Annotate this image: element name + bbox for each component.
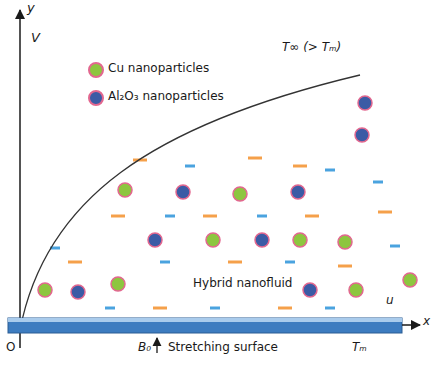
cu-particle <box>293 233 307 247</box>
orange-dash <box>248 157 262 160</box>
stretching-plate <box>8 318 402 333</box>
surface-label: Stretching surface <box>168 340 278 355</box>
orange-dash <box>153 307 167 310</box>
y-axis <box>19 10 21 348</box>
blue-dash <box>185 165 195 168</box>
al2o3-particle <box>148 233 162 247</box>
blue-dash <box>325 307 335 310</box>
orange-dash <box>111 215 125 218</box>
al2o3-particle <box>303 283 317 297</box>
orange-dash <box>293 165 307 168</box>
blue-dash <box>160 261 170 264</box>
blue-dash <box>105 307 115 310</box>
legend-swatch <box>88 90 104 106</box>
field-arrow <box>156 338 157 353</box>
orange-dash <box>68 261 82 264</box>
legend-text: Cu nanoparticles <box>108 61 209 76</box>
blue-dash <box>373 181 383 184</box>
blue-dash <box>325 169 335 172</box>
plate-top-face <box>8 318 402 322</box>
origin-label: O <box>6 340 15 355</box>
axis-label: y <box>27 0 35 15</box>
al2o3-particle <box>291 185 305 199</box>
x-axis <box>402 324 420 326</box>
cu-particle <box>118 183 132 197</box>
legend-text: Al₂O₃ nanoparticles <box>108 89 224 104</box>
al2o3-particle <box>176 185 190 199</box>
cu-particle <box>338 235 352 249</box>
orange-dash <box>203 215 217 218</box>
orange-dash <box>278 307 292 310</box>
boundary-layer-curve <box>20 75 360 330</box>
particles <box>38 96 417 308</box>
blue-dash <box>210 307 220 310</box>
cu-particle <box>38 283 52 297</box>
blue-dash <box>165 215 175 218</box>
al2o3-particle <box>71 285 85 299</box>
blue-dash <box>257 215 267 218</box>
surface-temperature-label: Tₘ <box>352 340 367 355</box>
cu-particle <box>111 277 125 291</box>
cu-particle <box>206 233 220 247</box>
cu-particle <box>403 273 417 287</box>
orange-dash <box>305 215 319 218</box>
blue-dash <box>285 261 295 264</box>
al2o3-particle <box>358 96 372 110</box>
axis-label: x <box>423 314 430 329</box>
cu-particle <box>233 187 247 201</box>
blue-dash <box>390 245 400 248</box>
velocity-label: u <box>386 293 394 308</box>
orange-dash <box>338 265 352 268</box>
ambient-temperature-label: T∞ (> Tₘ) <box>282 40 341 55</box>
orange-dash <box>228 261 242 264</box>
al2o3-particle <box>255 233 269 247</box>
magnetic-field-label: B₀ <box>138 340 151 355</box>
legend-swatch <box>88 62 104 78</box>
al2o3-particle <box>355 128 369 142</box>
cu-particle <box>349 283 363 297</box>
velocity-label: V <box>31 30 40 45</box>
orange-dash <box>378 211 392 214</box>
fluid-label: Hybrid nanofluid <box>193 276 292 291</box>
